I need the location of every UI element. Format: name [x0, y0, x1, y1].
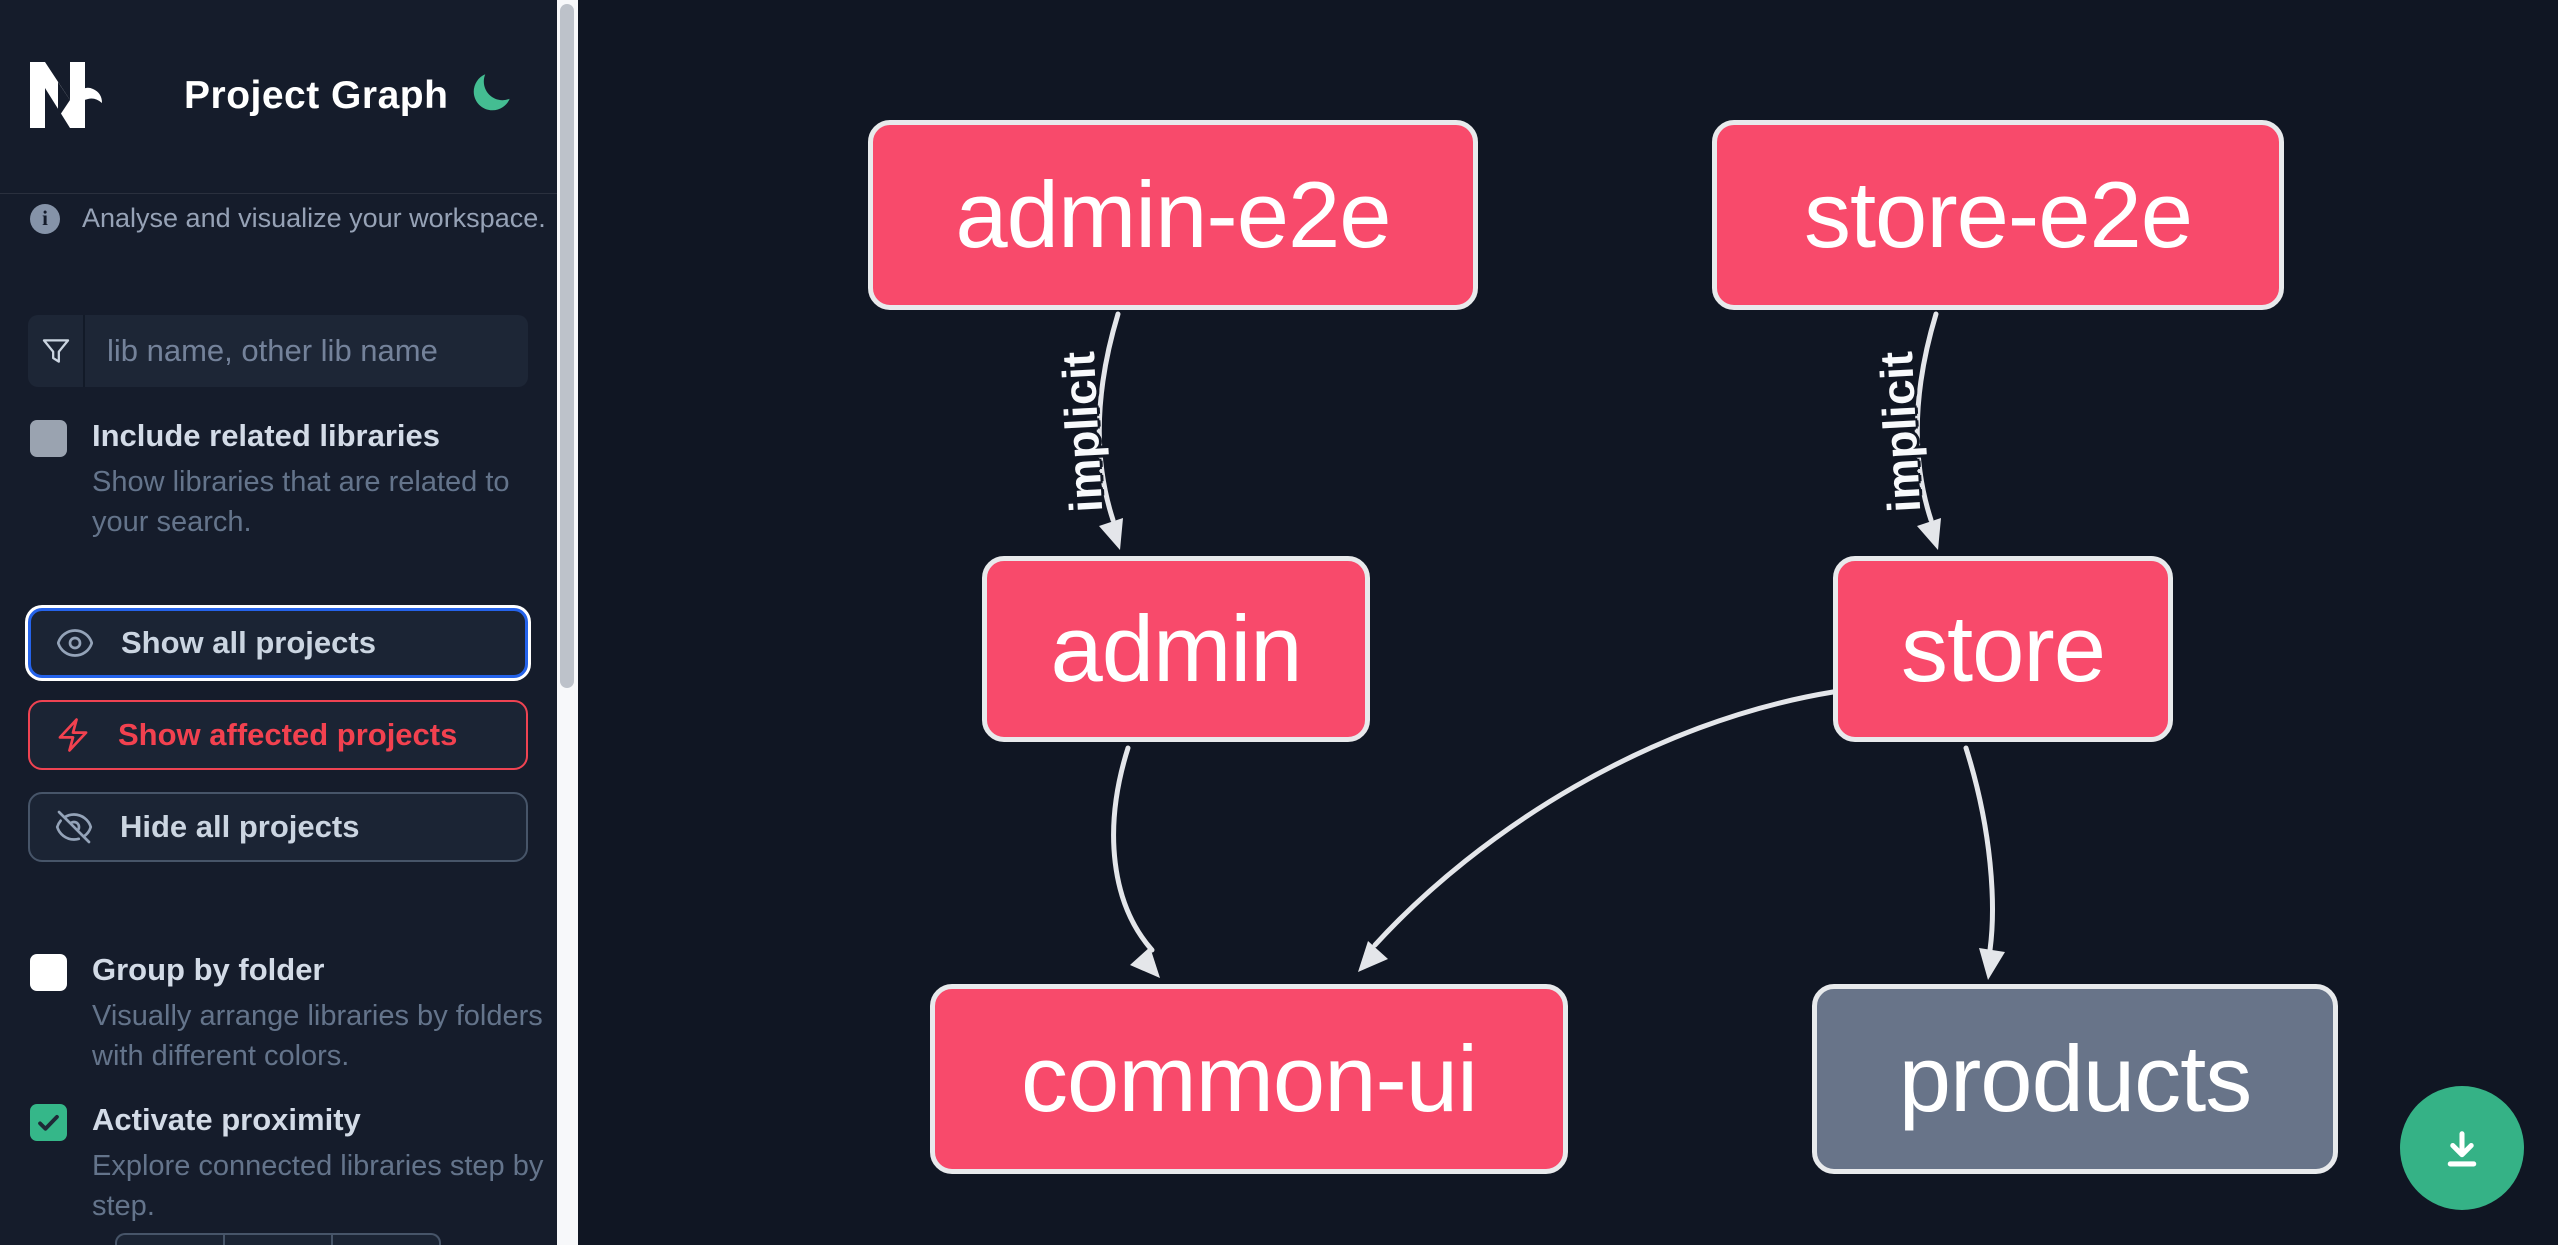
workspace-info: i Analyse and visualize your workspace.	[30, 203, 546, 234]
show-affected-projects-label: Show affected projects	[118, 717, 458, 752]
filter-activate-proximity[interactable]: Activate proximity Explore connected lib…	[30, 1102, 543, 1226]
hide-all-projects-button[interactable]: Hide all projects	[28, 792, 528, 862]
arrowhead	[1358, 941, 1388, 972]
checkbox-description: Show libraries that are related to your …	[92, 465, 510, 538]
arrowhead	[1130, 947, 1160, 978]
filter-include-related[interactable]: Include related libraries Show libraries…	[30, 418, 530, 542]
nx-logo-icon	[30, 62, 102, 128]
graph-edges	[1096, 311, 2005, 980]
node-store-e2e[interactable]: store-e2e	[1712, 120, 2284, 310]
edge-store-common-ui	[1372, 689, 1836, 948]
node-admin[interactable]: admin	[982, 556, 1370, 742]
node-products[interactable]: products	[1812, 984, 2338, 1174]
search-input[interactable]	[85, 315, 528, 387]
edge-store-products	[1963, 745, 1995, 953]
sidebar-scrollbar-thumb[interactable]	[560, 4, 574, 688]
filter-funnel-icon	[28, 315, 85, 387]
checkbox-include-related[interactable]	[30, 420, 67, 457]
moon-icon[interactable]	[468, 70, 514, 116]
proximity-stepper[interactable]	[115, 1233, 441, 1245]
edge-admin-common-ui	[1111, 745, 1155, 953]
stepper-increment[interactable]	[333, 1235, 439, 1245]
edge-label-implicit: implicit	[1051, 350, 1113, 514]
filter-group-by-folder[interactable]: Group by folder Visually arrange librari…	[30, 952, 543, 1076]
edge-label-implicit: implicit	[1869, 350, 1931, 514]
show-all-projects-button[interactable]: Show all projects	[28, 608, 528, 678]
arrowhead	[1917, 518, 1941, 550]
bolt-icon	[58, 718, 88, 752]
arrowhead	[1979, 948, 2005, 980]
download-icon	[2447, 1131, 2477, 1167]
check-icon	[38, 1114, 59, 1131]
checkbox-group-by-folder[interactable]	[30, 954, 67, 991]
checkbox-description: Visually arrange libraries by folders wi…	[92, 999, 543, 1072]
stepper-value	[225, 1235, 333, 1245]
node-common-ui[interactable]: common-ui	[930, 984, 1568, 1174]
checkbox-label: Include related libraries	[92, 418, 441, 453]
show-affected-projects-button[interactable]: Show affected projects	[28, 700, 528, 770]
node-store[interactable]: store	[1833, 556, 2173, 742]
eye-slash-icon	[55, 810, 93, 844]
node-admin-e2e[interactable]: admin-e2e	[868, 120, 1478, 310]
sidebar-header: Project Graph	[0, 0, 557, 194]
sidebar: Project Graph i Analyse and visualize yo…	[0, 0, 578, 1245]
download-image-button[interactable]	[2400, 1086, 2524, 1210]
eye-icon	[56, 629, 94, 657]
checkbox-activate-proximity[interactable]	[30, 1104, 67, 1141]
show-all-projects-label: Show all projects	[121, 625, 376, 660]
edge-store-e2e-store	[1914, 311, 1939, 523]
info-text: Analyse and visualize your workspace.	[82, 203, 546, 233]
search-box	[28, 315, 528, 387]
hide-all-projects-label: Hide all projects	[120, 809, 360, 844]
arrowhead	[1099, 518, 1123, 550]
info-icon: i	[30, 203, 60, 234]
edge-admin-e2e-admin	[1096, 311, 1121, 523]
stepper-decrement[interactable]	[117, 1235, 225, 1245]
checkbox-label: Group by folder	[92, 952, 325, 987]
app-title: Project Graph	[184, 74, 449, 117]
project-graph-canvas[interactable]: implicit implicit admin-e2e store-e2e ad…	[578, 0, 2558, 1245]
checkbox-label: Activate proximity	[92, 1102, 361, 1137]
checkbox-description: Explore connected libraries step by step…	[92, 1149, 544, 1222]
